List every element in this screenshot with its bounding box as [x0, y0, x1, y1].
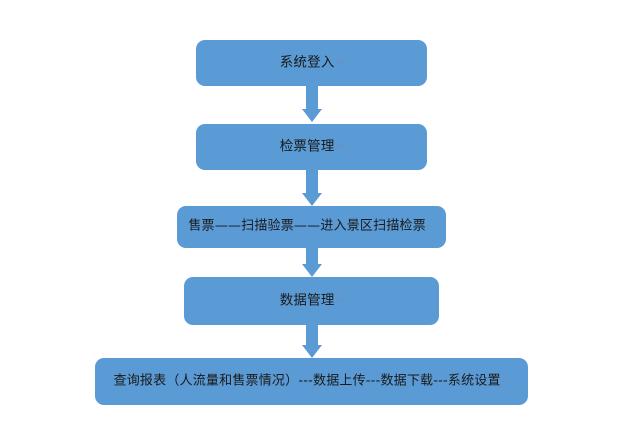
- arrow-shaft: [306, 248, 318, 264]
- flow-node-label: 系统登入: [279, 54, 335, 71]
- paragraph-mark-icon: ↵: [426, 221, 435, 232]
- arrow-head-down-icon: [302, 109, 322, 122]
- flow-node-label: 售票——扫描验票——进入景区扫描检票: [188, 218, 426, 234]
- flow-node-label: 检票管理: [279, 138, 335, 155]
- flow-node-sell-scan-inspect[interactable]: 售票——扫描验票——进入景区扫描检票↵: [177, 206, 446, 248]
- flow-node-label: 查询报表（人流量和售票情况）---数据上传---数据下载---系统设置: [113, 373, 501, 389]
- arrow-shaft: [306, 325, 318, 345]
- arrow-head-down-icon: [302, 193, 322, 206]
- paragraph-mark-icon: ↵: [335, 141, 344, 152]
- paragraph-mark-icon: ↵: [335, 295, 344, 306]
- arrow-shaft: [306, 86, 318, 109]
- flow-node-ticket-management[interactable]: 检票管理↵: [196, 124, 427, 170]
- arrow-head-down-icon: [302, 345, 322, 358]
- flow-node-system-login[interactable]: 系统登入↵: [196, 40, 427, 86]
- flow-node-report-upload-download-settings[interactable]: 查询报表（人流量和售票情况）---数据上传---数据下载---系统设置↵: [95, 358, 528, 405]
- arrow-head-down-icon: [302, 264, 322, 277]
- paragraph-mark-icon: ↵: [501, 376, 510, 387]
- flow-node-label: 数据管理: [279, 292, 335, 309]
- arrow-shaft: [306, 170, 318, 193]
- paragraph-mark-icon: ↵: [335, 57, 344, 68]
- flow-node-data-management[interactable]: 数据管理↵: [184, 277, 439, 325]
